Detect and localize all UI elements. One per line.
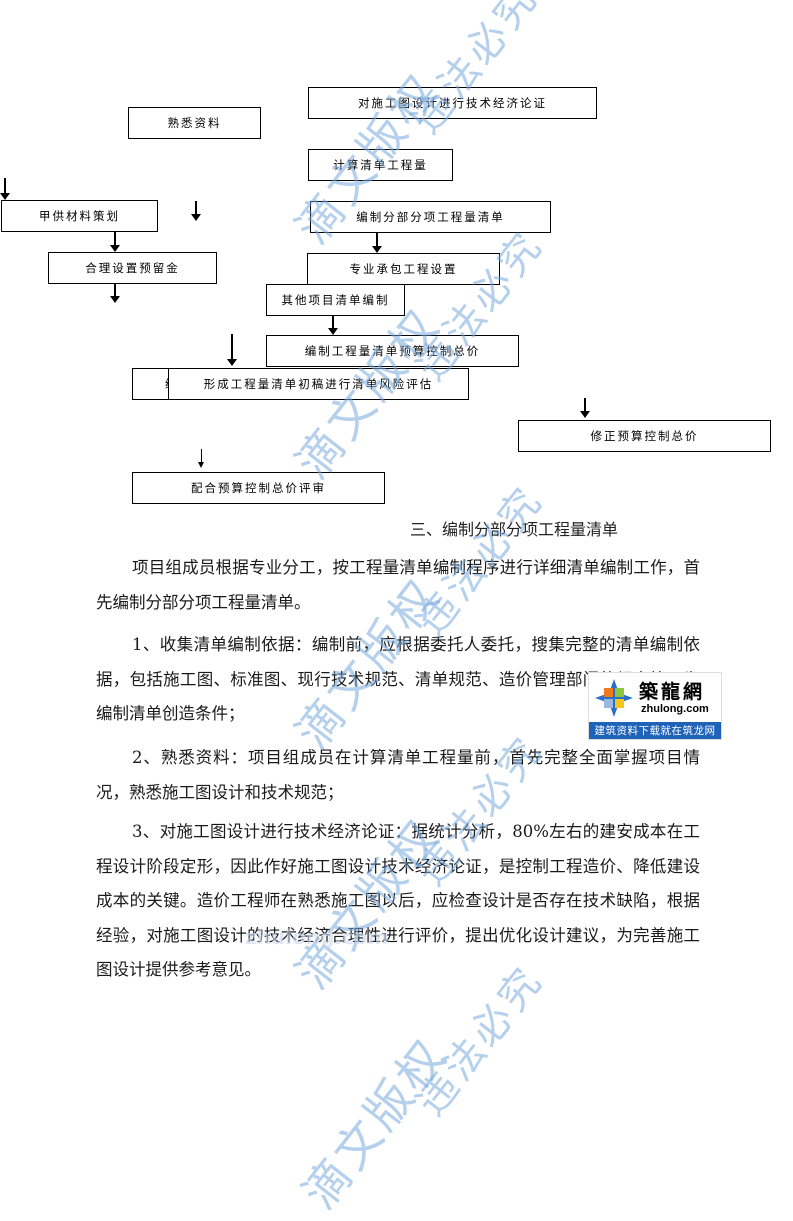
flow-box-reserve-fund: 合理设置预留金: [48, 252, 217, 284]
flow-box-familiarize: 熟悉资料: [128, 107, 261, 139]
flow-box-calc-quantity: 计算清单工程量: [308, 149, 453, 181]
arrow-down-icon: [198, 449, 204, 468]
arrow-down-icon: [372, 233, 382, 253]
arrow-down-icon: [328, 316, 338, 335]
watermark-text: 违法必究: [402, 0, 548, 143]
logo-domain: zhulong.com: [641, 703, 709, 715]
arrow-down-icon: [110, 232, 120, 252]
flow-box-review-budget: 配合预算控制总价评审: [132, 472, 385, 504]
zhulong-logo: 築龍網 zhulong.com 建筑资料下载就在筑龙网: [588, 672, 722, 740]
logo-slogan: 建筑资料下载就在筑龙网: [589, 722, 721, 739]
flow-box-other-items: 其他项目清单编制: [266, 284, 405, 316]
flow-box-design-review: 对施工图设计进行技术经济论证: [308, 87, 597, 119]
zhulong-logo-icon: [595, 679, 633, 717]
paragraph-intro: 项目组成员根据专业分工，按工程量清单编制程序进行详细清单编制工作，首先编制分部分…: [96, 558, 700, 612]
flow-box-revise-budget: 修正预算控制总价: [518, 420, 771, 452]
arrow-down-icon: [191, 201, 201, 221]
watermark-faint-domain: zhulong.com: [245, 925, 389, 949]
arrow-down-icon: [227, 334, 237, 366]
section-heading: 三、编制分部分项工程量清单: [410, 520, 619, 539]
flow-box-owner-materials: 甲供材料策划: [1, 200, 158, 232]
paragraph-familiarize: 2、熟悉资料：项目组成员在计算清单工程量前，首先完整全面掌握项目情况，熟悉施工图…: [96, 748, 700, 802]
logo-name-cn: 築龍網: [639, 681, 706, 703]
flow-box-specialty-subcontract: 专业承包工程设置: [307, 253, 500, 285]
arrow-down-icon: [580, 398, 590, 418]
paragraph-collect-basis: 1、收集清单编制依据：编制前，应根据委托人委托，搜集完整的清单编制依据，包括施工…: [96, 635, 700, 723]
arrow-down-icon: [110, 284, 120, 303]
flow-box-budget-control: 编制工程量清单预算控制总价: [266, 335, 519, 367]
flow-box-subitem-list: 编制分部分项工程量清单: [310, 201, 551, 233]
flow-box-draft-risk: 形成工程量清单初稿进行清单风险评估: [168, 368, 469, 400]
arrow-down-icon: [0, 178, 10, 200]
paragraph-design-review: 3、对施工图设计进行技术经济论证：据统计分析，80%左右的建安成本在工程设计阶段…: [96, 822, 700, 979]
